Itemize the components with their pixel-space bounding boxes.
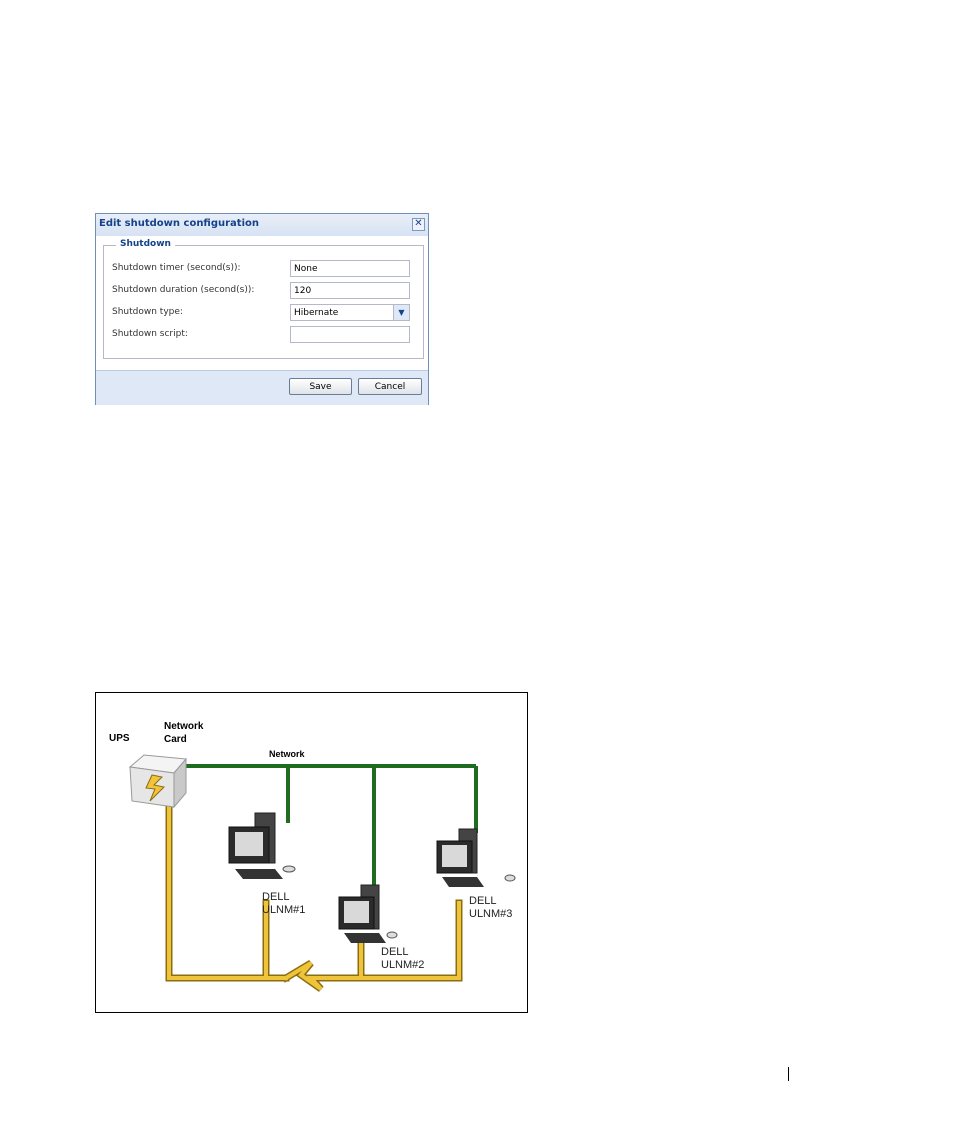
network-label: Network xyxy=(269,749,305,759)
diagram-graphic xyxy=(96,693,527,1012)
network-lines xyxy=(184,766,476,888)
shutdown-duration-label: Shutdown duration (second(s)): xyxy=(112,285,254,295)
ups-device xyxy=(130,755,186,807)
device-label-ulnm1: DELL ULNM#1 xyxy=(262,891,305,917)
edit-shutdown-dialog: Edit shutdown configuration ✕ Shutdown S… xyxy=(95,213,429,405)
dialog-title: Edit shutdown configuration xyxy=(99,218,259,229)
shutdown-timer-input[interactable]: None xyxy=(290,260,410,277)
network-card-label: Network Card xyxy=(164,720,203,746)
ups-label: UPS xyxy=(109,733,130,744)
dialog-body: Shutdown Shutdown timer (second(s)): Non… xyxy=(96,236,428,370)
shutdown-duration-input[interactable]: 120 xyxy=(290,282,410,299)
shutdown-fieldset: Shutdown Shutdown timer (second(s)): Non… xyxy=(103,245,424,359)
shutdown-type-label: Shutdown type: xyxy=(112,307,183,317)
shutdown-legend: Shutdown xyxy=(116,239,175,249)
page-margin-mark xyxy=(788,1067,789,1081)
dialog-title-bar[interactable]: Edit shutdown configuration ✕ xyxy=(96,214,428,237)
computer-icon xyxy=(437,829,515,887)
shutdown-script-label: Shutdown script: xyxy=(112,329,188,339)
shutdown-type-select[interactable]: Hibernate ▼ xyxy=(290,304,410,321)
device-label-ulnm2: DELL ULNM#2 xyxy=(381,946,424,972)
shutdown-type-value: Hibernate xyxy=(294,308,338,318)
cancel-button[interactable]: Cancel xyxy=(358,378,422,395)
save-button[interactable]: Save xyxy=(289,378,352,395)
computer-icon xyxy=(229,813,295,879)
computer-icon xyxy=(339,885,397,943)
shutdown-script-input[interactable] xyxy=(290,326,410,343)
shutdown-timer-label: Shutdown timer (second(s)): xyxy=(112,263,241,273)
device-label-ulnm3: DELL ULNM#3 xyxy=(469,895,512,921)
chevron-down-icon[interactable]: ▼ xyxy=(393,305,409,320)
network-line xyxy=(184,766,476,888)
close-icon[interactable]: ✕ xyxy=(412,218,425,231)
ups-network-diagram: UPS Network Card Network DELL ULNM#1 DEL… xyxy=(95,692,528,1013)
dialog-footer: Save Cancel xyxy=(96,370,428,405)
